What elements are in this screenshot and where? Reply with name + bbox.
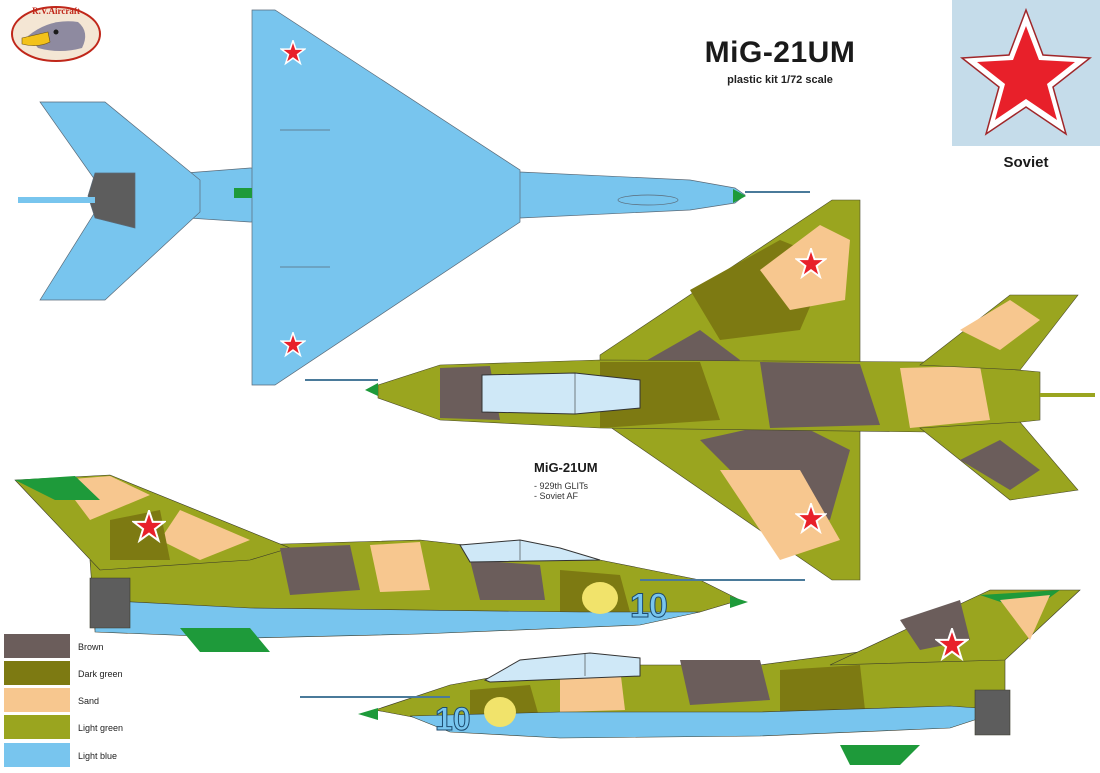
legend-label: Light blue bbox=[78, 751, 118, 761]
eagle-head-icon bbox=[11, 6, 101, 62]
legend-swatch-light-green bbox=[4, 715, 70, 739]
side-number-left: 10 bbox=[630, 587, 668, 625]
canopy-right bbox=[483, 652, 641, 683]
aircraft-top-view bbox=[305, 199, 1095, 581]
legend-label: Dark green bbox=[78, 669, 123, 679]
legend-label: Light green bbox=[78, 723, 124, 733]
aircraft-left-profile bbox=[14, 474, 805, 652]
aircraft-info-line: - 929th GLITs bbox=[534, 481, 589, 491]
aircraft-right-profile bbox=[300, 589, 1081, 765]
nose-cone bbox=[358, 708, 378, 720]
aircraft-underside-view bbox=[18, 9, 810, 386]
nose-cone bbox=[733, 189, 746, 203]
page-subtitle: plastic kit 1/72 scale bbox=[727, 74, 833, 86]
roundel-panel bbox=[952, 0, 1100, 146]
aircraft-info-line: - Soviet AF bbox=[534, 491, 579, 501]
legend-label: Sand bbox=[78, 696, 100, 706]
page-title: MiG-21UM bbox=[704, 36, 856, 69]
legend-swatch-light-blue bbox=[4, 743, 70, 767]
side-number-right: 10 bbox=[435, 701, 471, 737]
legend-label: Brown bbox=[78, 642, 104, 652]
fin-tip-left bbox=[15, 476, 100, 500]
legend-swatch-brown bbox=[4, 634, 70, 658]
engine-nozzle bbox=[87, 172, 136, 229]
red-star-icon bbox=[959, 7, 1093, 136]
logo-text: R.V.Aircraft bbox=[32, 6, 80, 16]
nose-cone bbox=[730, 596, 748, 608]
roundel-caption: Soviet bbox=[1003, 154, 1049, 171]
nose-cone bbox=[365, 383, 378, 396]
legend-swatch-dark-green bbox=[4, 661, 70, 685]
aircraft-info-title: MiG-21UM bbox=[534, 460, 598, 475]
legend-swatch-sand bbox=[4, 688, 70, 712]
canopy-left bbox=[459, 539, 601, 563]
green-panel bbox=[234, 188, 252, 198]
canopy-top bbox=[481, 372, 641, 415]
wing-underside bbox=[251, 9, 521, 386]
